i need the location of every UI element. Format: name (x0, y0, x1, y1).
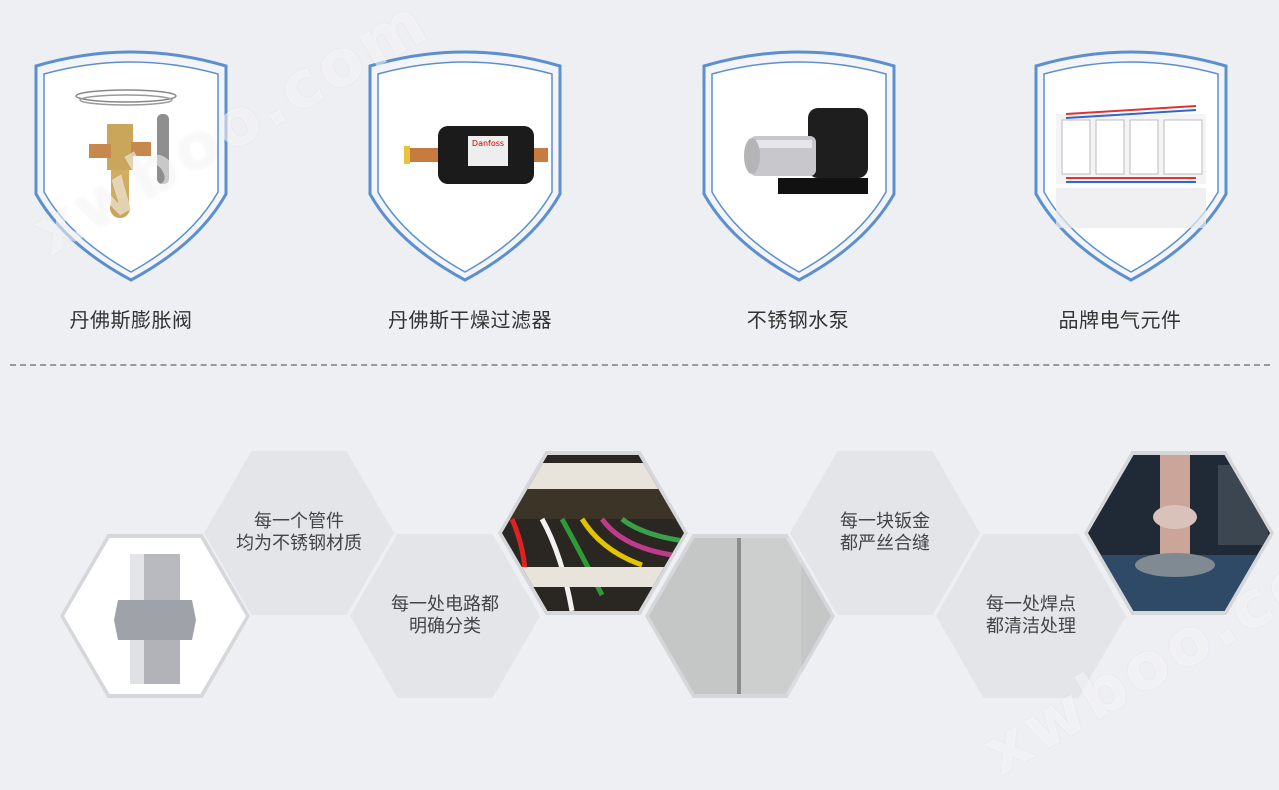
feature-3-line1: 每一块钣金 (840, 511, 930, 532)
feature-text-1: 每一个管件 均为不锈钢材质 (204, 451, 394, 615)
expansion-valve-image (75, 89, 177, 218)
product-card-1[interactable] (28, 44, 234, 284)
product-label-1: 丹佛斯膨胀阀 (69, 308, 193, 332)
water-pump-image (744, 108, 868, 194)
feature-4-line1: 每一处焊点 (986, 594, 1076, 615)
feature-text-4: 每一处焊点 都清洁处理 (936, 534, 1126, 698)
feature-2-line1: 每一处电路都 (391, 594, 499, 615)
feature-text-2: 每一处电路都 明确分类 (350, 534, 540, 698)
product-label-4: 品牌电气元件 (1058, 308, 1182, 332)
sheet-metal-hex (645, 534, 835, 698)
feature-text-3: 每一块钣金 都严丝合缝 (790, 451, 980, 615)
product-label-2: 丹佛斯干燥过滤器 (388, 308, 552, 332)
product-card-2[interactable]: Danfoss (362, 44, 568, 284)
pipe-fitting-image (114, 554, 196, 684)
svg-text:Danfoss: Danfoss (472, 139, 504, 148)
product-card-4[interactable] (1028, 44, 1234, 284)
filter-drier-image: Danfoss (404, 126, 548, 184)
electrical-components-image (1056, 105, 1206, 228)
feature-1-line1: 每一个管件 (254, 511, 344, 532)
feature-3-line2: 都严丝合缝 (840, 533, 930, 554)
wiring-hex (498, 451, 688, 615)
feature-1-line2: 均为不锈钢材质 (236, 533, 362, 554)
product-label-3: 不锈钢水泵 (746, 308, 850, 332)
section-divider (10, 364, 1270, 366)
feature-hex-3 (790, 451, 980, 615)
product-card-3[interactable] (696, 44, 902, 284)
feature-2-line2: 明确分类 (409, 616, 481, 637)
feature-4-line2: 都清洁处理 (986, 616, 1076, 637)
sheet-metal-seam-image (737, 538, 741, 694)
